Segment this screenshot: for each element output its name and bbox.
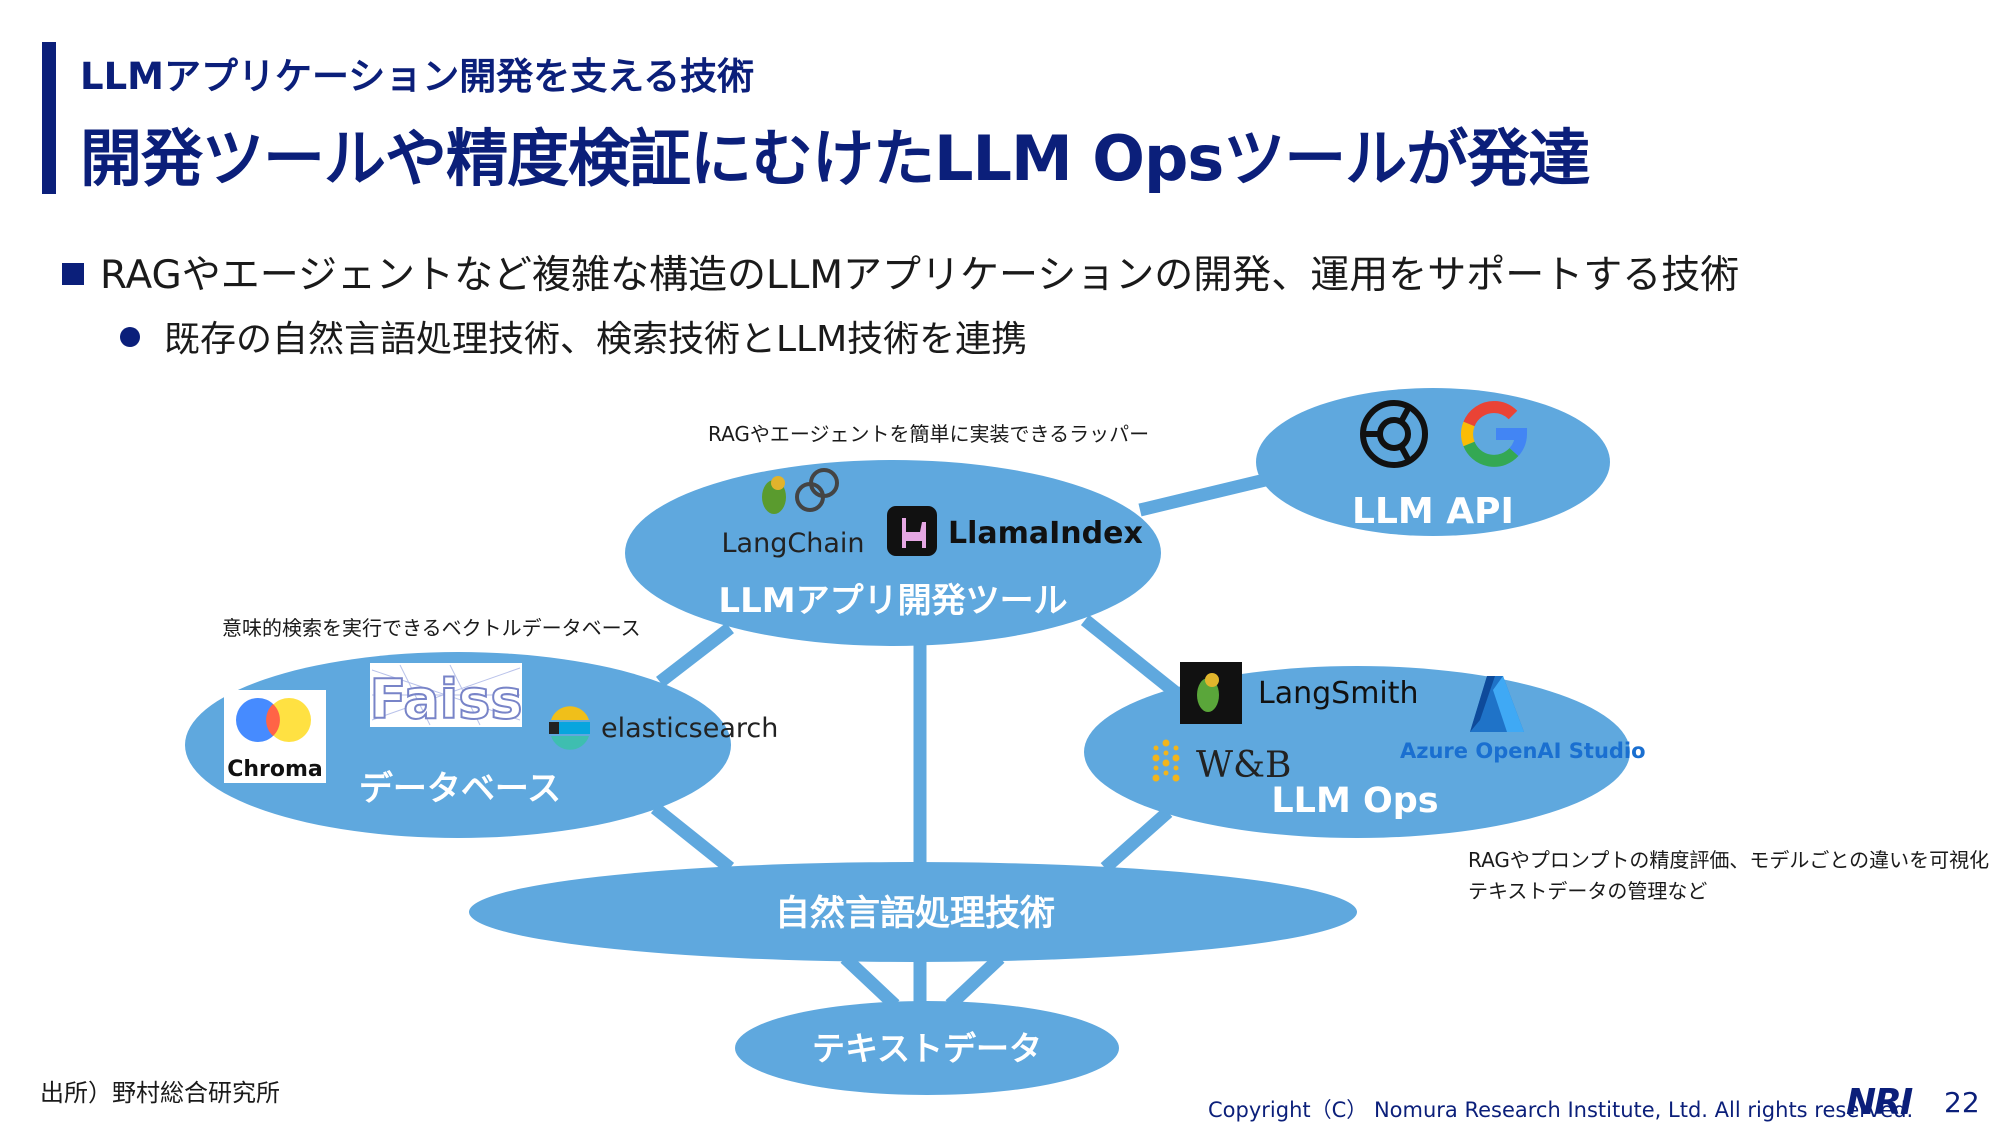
slide-title: 開発ツールや精度検証にむけたLLM Opsツールが発達 [80, 122, 1590, 195]
node-text-data [735, 1001, 1119, 1095]
page-number: 22 [1944, 1086, 1980, 1119]
connector-nlp-text-right [945, 953, 1005, 1010]
note-vector-db: 意味的検索を実行できるベクトルデータベース [222, 616, 641, 640]
faiss-label: Faiss [370, 668, 523, 731]
square-bullet-icon [62, 262, 84, 285]
note-wrapper: RAGやエージェントを簡単に実装できるラッパー [708, 422, 1150, 446]
openai-logo-icon [1360, 400, 1428, 468]
node-nlp [469, 862, 1357, 962]
elasticsearch-label: elasticsearch [601, 713, 778, 744]
wandb-label: W&B [1196, 745, 1292, 786]
bullet-level-2-text: 既存の自然言語処理技術、検索技術とLLM技術を連携 [164, 319, 1028, 360]
circle-bullet-icon [120, 327, 140, 347]
connector-db-nlp [650, 802, 735, 874]
chroma-logo-icon [236, 698, 280, 742]
azure-logo-icon-accent [1470, 676, 1495, 732]
faiss-mesh [371, 664, 521, 726]
connector-ops-nlp [1100, 807, 1173, 873]
source-citation: 出所）野村総合研究所 [40, 1079, 280, 1107]
langchain-logo-icon [762, 468, 839, 514]
parrot-head-icon [1205, 673, 1219, 687]
llama-icon [902, 518, 926, 548]
elasticsearch-logo-icon [549, 706, 590, 750]
node-label-text-data: テキストデータ [812, 1029, 1042, 1068]
langsmith-label: LangSmith [1258, 676, 1419, 711]
azure-logo-icon-light [1493, 676, 1524, 732]
llamaindex-label: LlamaIndex [948, 516, 1143, 551]
chroma-logo-overlap [266, 704, 280, 736]
azure-label: Azure OpenAI Studio [1400, 739, 1646, 763]
chroma-label: Chroma [227, 757, 323, 782]
node-label-nlp: 自然言語処理技術 [775, 893, 1055, 934]
wandb-logo-icon [1152, 739, 1180, 782]
chroma-logo-icon-overlay [267, 698, 311, 742]
node-label-database: データベース [359, 769, 561, 809]
slide-subtitle: LLMアプリケーション開発を支える技術 [80, 55, 755, 98]
connector-api-appdev [1138, 473, 1267, 517]
llamaindex-logo-icon [887, 506, 937, 556]
diagram-nodes [185, 388, 1630, 1095]
bullet-level-1: RAGやエージェントなど複雑な構造のLLMアプリケーションの開発、運用をサポート… [62, 244, 1739, 300]
diagram-connectors [650, 473, 1267, 1010]
copyright-text: Copyright（C） Nomura Research Institute, … [1208, 1098, 1914, 1122]
langchain-label: LangChain [722, 528, 865, 559]
connector-appdev-db [656, 622, 734, 688]
note-ops-line1: RAGやプロンプトの精度評価、モデルごとの違いを可視化 [1468, 848, 1990, 872]
connector-nlp-text-left [840, 953, 900, 1010]
node-label-llm-ops: LLM Ops [1271, 781, 1438, 821]
note-ops-line2: テキストデータの管理など [1468, 879, 1708, 903]
google-logo-icon [1461, 401, 1528, 467]
node-label-llm-app-dev: LLMアプリ開発ツール [718, 581, 1067, 621]
title-accent-bar [42, 42, 56, 194]
connector-appdev-ops [1080, 614, 1185, 702]
node-label-llm-api: LLM API [1352, 491, 1514, 532]
node-llm-api [1256, 388, 1610, 536]
bullet-level-2: 既存の自然言語処理技術、検索技術とLLM技術を連携 [120, 310, 1027, 362]
bullet-level-1-text: RAGやエージェントなど複雑な構造のLLMアプリケーションの開発、運用をサポート… [100, 253, 1740, 298]
nri-logo: NRI [1846, 1082, 1913, 1123]
